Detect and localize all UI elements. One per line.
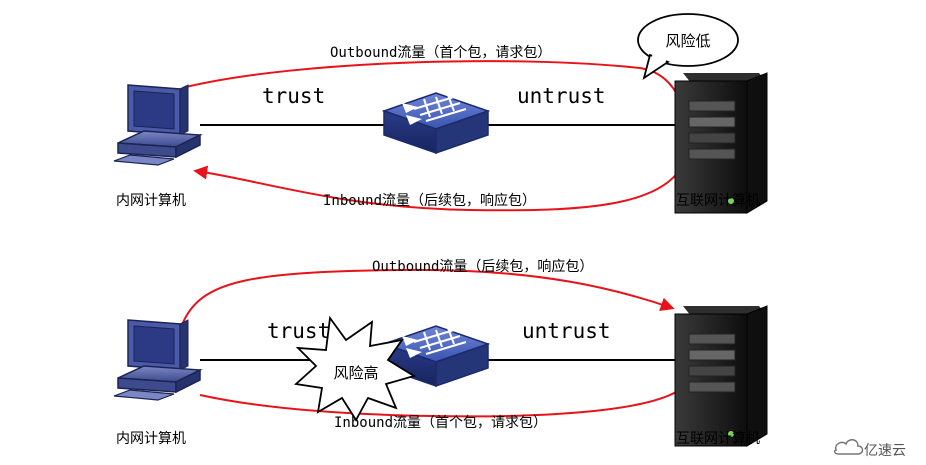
bottom-untrust-label: untrust [522,319,611,343]
bottom-trust-label: trust [267,319,330,343]
bottom-internet-pc-label: 互联网计算机 [676,431,760,447]
high-risk-burst: 风险高 [293,315,417,422]
top-inbound-label: Inbound流量（后续包，响应包） [323,192,536,209]
bottom-internal-pc-label: 内网计算机 [116,431,186,447]
server-tower-icon [674,305,768,447]
top-outbound-label: Outbound流量（首个包，请求包） [330,45,551,61]
top-scenario: 风险低 trust untrust Outbound流量（首个包，请求包） In… [113,13,768,214]
top-internal-pc-label: 内网计算机 [116,193,186,209]
bottom-inbound-label: Inbound流量（首个包，请求包） [334,415,547,431]
low-risk-bubble: 风险低 [637,13,739,81]
bottom-outbound-arrow [181,268,675,326]
desktop-computer-icon [113,84,201,166]
watermark-text: 亿速云 [864,443,906,459]
top-untrust-label: untrust [517,84,606,108]
top-internet-pc-label: 互联网计算机 [676,193,760,209]
cloud-logo-icon [833,439,864,455]
desktop-computer-icon [113,319,201,401]
bottom-inbound-arrow [199,391,677,418]
low-risk-label: 风险低 [665,32,710,50]
high-risk-label: 风险高 [333,364,378,382]
top-inbound-arrow [193,144,691,212]
top-trust-label: trust [262,84,325,108]
firewall-icon [383,92,489,154]
bottom-outbound-label: Outbound流量（后续包，响应包） [372,258,593,275]
bottom-scenario: 风险高 trust untrust Outbound流量（后续包，响应包） In… [113,258,768,447]
server-tower-icon [674,72,768,214]
watermark: 亿速云 [833,439,906,459]
